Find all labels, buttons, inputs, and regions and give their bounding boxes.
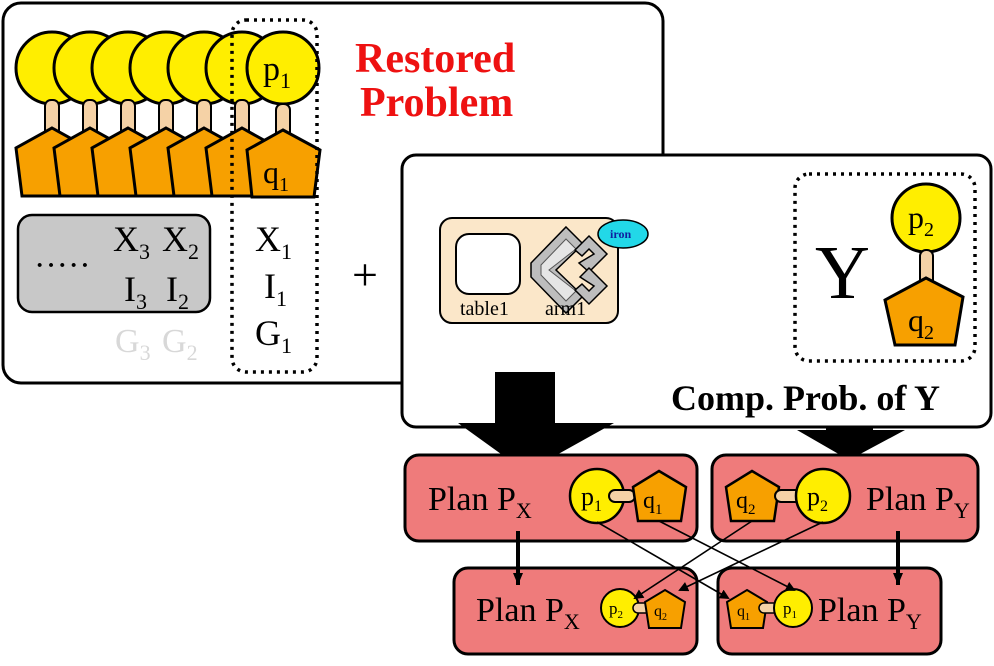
ellipsis-text: ····· bbox=[34, 247, 91, 284]
plus-sign: + bbox=[352, 249, 378, 300]
y-label: Y bbox=[815, 231, 870, 315]
svg-text:p1: p1 bbox=[263, 51, 291, 93]
g2-label: G2 bbox=[162, 323, 198, 365]
table1-icon bbox=[455, 233, 521, 295]
cross-arrow-q1-to-bottom-right bbox=[658, 520, 796, 591]
cross-arrow-p1-to-bottom-right bbox=[596, 521, 730, 600]
svg-text:q2: q2 bbox=[908, 302, 934, 344]
selected-subproblem-dotted-box bbox=[230, 18, 319, 374]
y-p2-node: p2 bbox=[890, 182, 962, 254]
big-arrow-to-plan-x bbox=[458, 372, 614, 472]
cross-arrow-p2-to-bottom-left bbox=[678, 521, 824, 592]
restored-title-line1: Restored bbox=[355, 36, 515, 82]
y-q2-node: q2 bbox=[883, 276, 965, 347]
plan-px-top-label: Plan PX bbox=[428, 481, 532, 523]
restored-title-line2: Problem bbox=[360, 80, 513, 126]
svg-text:p2: p2 bbox=[908, 199, 934, 241]
plan-py-top-p2-label: p2 bbox=[807, 482, 828, 515]
front-p1-node: p1 bbox=[245, 30, 321, 106]
plan-py-bottom-label: Plan PY bbox=[818, 592, 922, 634]
plan-px-bottom-label: Plan PX bbox=[476, 592, 580, 634]
plan-py-top-q2 bbox=[724, 469, 781, 523]
iron-label: iron bbox=[610, 227, 631, 241]
cross-arrow-q2-to-bottom-left bbox=[633, 520, 753, 600]
plan-px-top-link bbox=[608, 489, 636, 503]
i2-label: I2 bbox=[166, 269, 189, 314]
plan-py-bottom-box bbox=[716, 566, 943, 656]
plan-px-bottom-p2-label: p2 bbox=[609, 599, 623, 621]
front-q-label: q bbox=[263, 154, 279, 190]
x2-label: X2 bbox=[162, 219, 199, 264]
front-p-label: p bbox=[263, 51, 280, 88]
g1-label: G1 bbox=[255, 313, 292, 358]
plan-py-bottom-q1 bbox=[725, 588, 769, 629]
comp-problem-title: Comp. Prob. of Y bbox=[671, 378, 940, 418]
arm1-icon bbox=[530, 225, 609, 315]
plan-px-top-p1-label: p1 bbox=[581, 482, 602, 515]
plan-px-top-box bbox=[403, 453, 699, 543]
plan-py-bottom-p1-label: p1 bbox=[783, 599, 797, 621]
plan-px-top-q1-label: q1 bbox=[643, 488, 663, 518]
plan-py-top-p2 bbox=[794, 467, 852, 525]
plan-px-bottom-q2 bbox=[643, 588, 687, 629]
x3-label: X3 bbox=[113, 219, 150, 264]
plan-py-top-q2-label: q2 bbox=[736, 488, 756, 518]
stacked-p-circles bbox=[14, 30, 280, 106]
plan-py-bottom-q1-label: q1 bbox=[737, 603, 750, 623]
y-dotted-box bbox=[793, 172, 977, 363]
arm1-label: arm1 bbox=[545, 298, 586, 320]
svg-text:q1: q1 bbox=[263, 154, 289, 196]
plan-py-bottom-p1 bbox=[773, 588, 813, 628]
g3-label: G3 bbox=[115, 323, 151, 365]
big-arrow-to-plan-y bbox=[797, 427, 905, 460]
plan-px-bottom-q2-label: q2 bbox=[654, 603, 667, 623]
i3-label: I3 bbox=[124, 269, 147, 314]
remaining-subproblems-gray-box bbox=[16, 213, 212, 314]
x1-label: X1 bbox=[255, 219, 292, 264]
iron-badge bbox=[597, 219, 649, 249]
stacked-q-pentagons bbox=[14, 126, 280, 198]
table1-label: table1 bbox=[460, 298, 509, 320]
front-q1-node: q1 bbox=[245, 128, 322, 199]
i1-label: I1 bbox=[264, 266, 287, 311]
plan-py-top-label: Plan PY bbox=[866, 481, 970, 523]
